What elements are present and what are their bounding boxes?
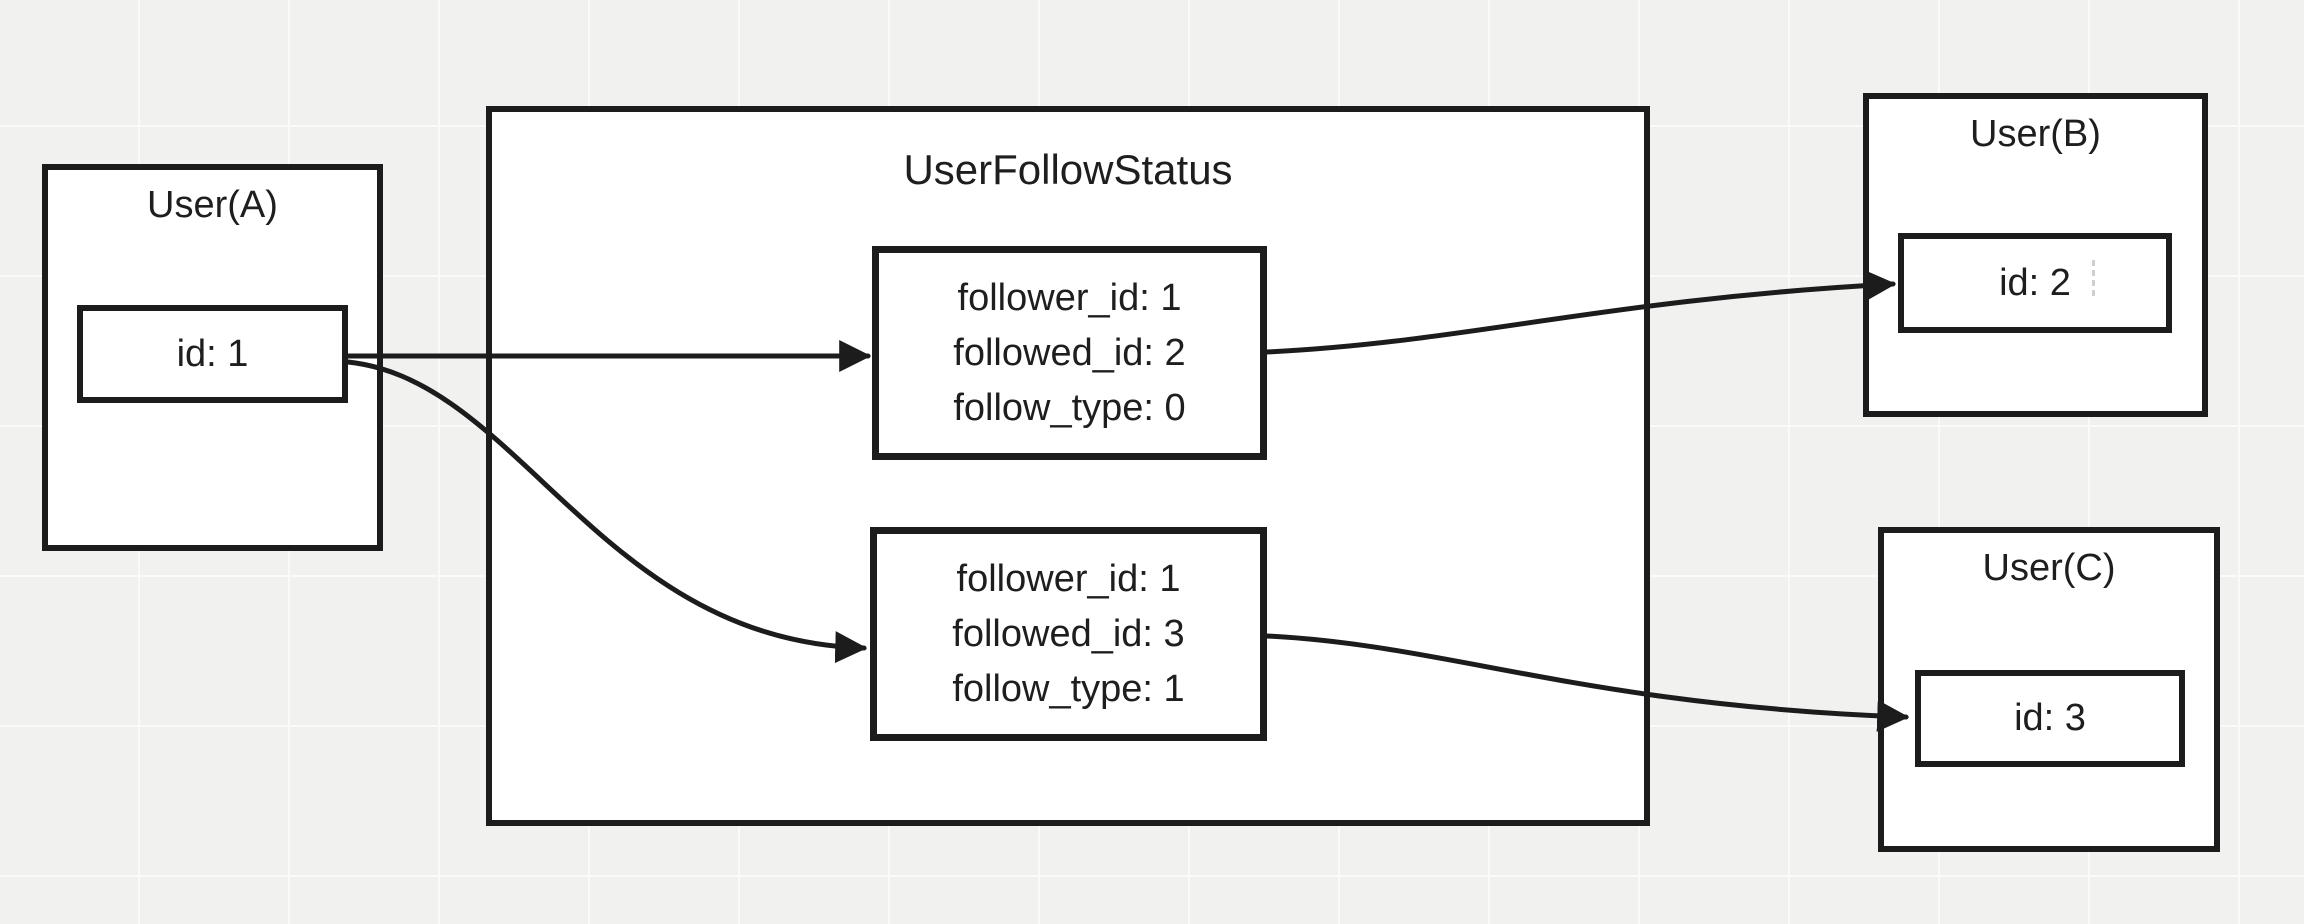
field-user-c-id[interactable]: id: 3 (1915, 670, 2185, 767)
field-user-b-id-label: id: 2 (1999, 261, 2071, 304)
node-title-user-a: User(A) (147, 184, 278, 226)
text-cursor-artifact (2092, 260, 2095, 296)
record-2-followed-id: followed_id: 3 (952, 612, 1185, 655)
record-follow-status-1[interactable]: follower_id: 1 followed_id: 2 follow_typ… (872, 246, 1267, 460)
node-title-user-c: User(C) (1982, 547, 2116, 589)
record-2-follow-type: follow_type: 1 (952, 667, 1185, 710)
record-1-followed-id: followed_id: 2 (953, 331, 1186, 374)
node-title-user-follow-status: UserFollowStatus (903, 146, 1233, 193)
record-1-follow-type: follow_type: 0 (953, 386, 1186, 429)
record-follow-status-2[interactable]: follower_id: 1 followed_id: 3 follow_typ… (870, 527, 1267, 741)
field-user-c-id-label: id: 3 (2014, 697, 2086, 739)
field-user-a-id[interactable]: id: 1 (77, 305, 348, 403)
record-2-follower-id: follower_id: 1 (956, 557, 1181, 600)
record-1-follower-id: follower_id: 1 (957, 276, 1182, 319)
field-user-b-id[interactable]: id: 2 (1898, 233, 2172, 333)
node-title-user-b: User(B) (1970, 113, 2101, 155)
field-user-a-id-label: id: 1 (176, 332, 249, 375)
